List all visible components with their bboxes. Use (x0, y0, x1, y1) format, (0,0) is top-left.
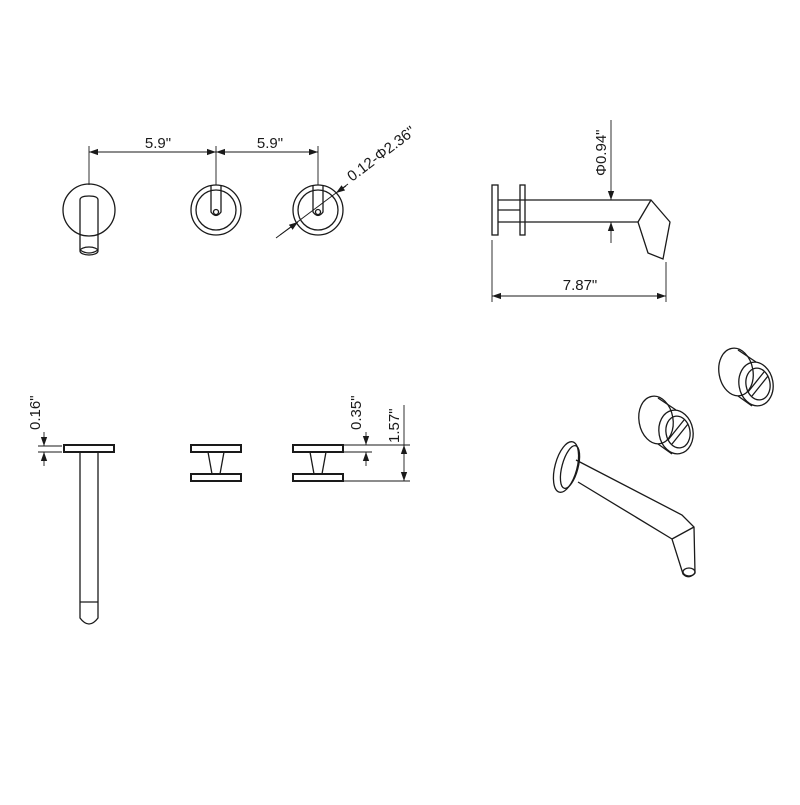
front-view: 5.9" 5.9" 0.12-Φ2.36" (62, 123, 419, 256)
handle-iso-edge (657, 397, 677, 411)
handle-plate-label: 0.35" (348, 395, 365, 430)
handle-iso-plate (718, 347, 754, 397)
wall-plate-side (491, 184, 499, 236)
spout-iso-outlet (682, 567, 696, 577)
spout-iso-tube (575, 459, 696, 578)
handle-plate-top (190, 444, 242, 453)
plate-diameter-label: 0.12-Φ2.36" (344, 123, 419, 185)
spout-wall-plate-top (63, 444, 115, 453)
handle-iso-ring-inner (745, 367, 771, 401)
handle-top-right (292, 444, 344, 482)
handle-lever (210, 186, 222, 217)
spout-front (62, 183, 116, 256)
spout-side (498, 199, 671, 260)
spacing-left-label: 5.9" (145, 135, 171, 152)
handle-plate (292, 184, 344, 236)
spout-outlet (79, 246, 99, 256)
spout-bend-line (637, 199, 652, 223)
handle-iso-edge (657, 443, 673, 455)
handle-iso-edge (737, 395, 753, 407)
handle-plate (190, 184, 242, 236)
diameter-arrow (279, 221, 299, 236)
handle-iso-lever (747, 371, 769, 397)
handle-ring (195, 189, 237, 231)
spacing-right-label: 5.9" (257, 135, 283, 152)
handle-height-label: 1.57" (386, 408, 403, 443)
side-view: Φ0.94" 7.87" (491, 120, 671, 302)
handle-lever (312, 186, 324, 217)
handle-iso-lever (667, 419, 689, 445)
spout-wall-plate (62, 183, 116, 237)
handle-iso-ring-inner (665, 415, 691, 449)
spout-iso-plate-inner (559, 444, 581, 490)
handle-isometric-right (718, 347, 774, 407)
spout-iso-plate (552, 441, 580, 493)
handle-iso-ring-outer (738, 361, 774, 407)
plate-thickness-label: 0.16" (27, 395, 44, 430)
handle-iso-edge (737, 349, 757, 363)
isometric-view (552, 347, 774, 578)
handle-ring-top (292, 473, 344, 482)
handle-side-plate (519, 184, 526, 236)
handle-front-right (292, 184, 344, 236)
handle-stem-top (309, 451, 327, 475)
handle-pin (314, 208, 322, 216)
handle-iso-ring-outer (658, 409, 694, 455)
handle-ring-top (190, 473, 242, 482)
handle-ring (297, 189, 339, 231)
top-view: 0.16" 0.35" 1.57" (27, 395, 410, 625)
handle-iso-plate (638, 395, 674, 445)
spout-isometric (552, 441, 696, 578)
handle-pin (212, 208, 220, 216)
spout-length-label: 7.87" (563, 277, 598, 294)
spout-tube-top (79, 452, 99, 625)
handle-front-left (190, 184, 242, 236)
diameter-arrow (335, 185, 347, 194)
handle-plate-top (292, 444, 344, 453)
handle-stem-top (207, 451, 225, 475)
spout-diameter-label: Φ0.94" (593, 130, 610, 177)
handle-top-left (190, 444, 242, 482)
handle-isometric-left (638, 395, 694, 455)
spout-iso-bend (671, 526, 695, 540)
spout-body (79, 195, 99, 254)
